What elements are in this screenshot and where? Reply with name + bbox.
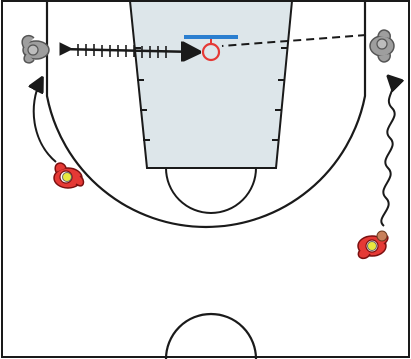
defense-player-icon: [369, 29, 395, 63]
free-throw-circle: [165, 167, 257, 214]
offense-player-icon: [357, 230, 389, 260]
three-point-line: [45, 1, 367, 228]
ball-icon: [62, 172, 72, 182]
center-circle: [164, 312, 258, 359]
defense-player-icon: [21, 34, 50, 64]
cut-arrow: [34, 80, 57, 163]
lane-hash-marks: [134, 47, 288, 141]
screen-arrow: [59, 43, 196, 58]
basket-icon: [184, 35, 238, 62]
pass-dashed-line: [221, 34, 367, 47]
key-paint: [128, 0, 294, 169]
offense-player-icon: [53, 162, 85, 189]
ball-icon: [367, 241, 377, 251]
rim: [201, 42, 221, 62]
dribble-ball-icon: [376, 230, 388, 242]
dribble-wavy-line: [380, 78, 394, 227]
